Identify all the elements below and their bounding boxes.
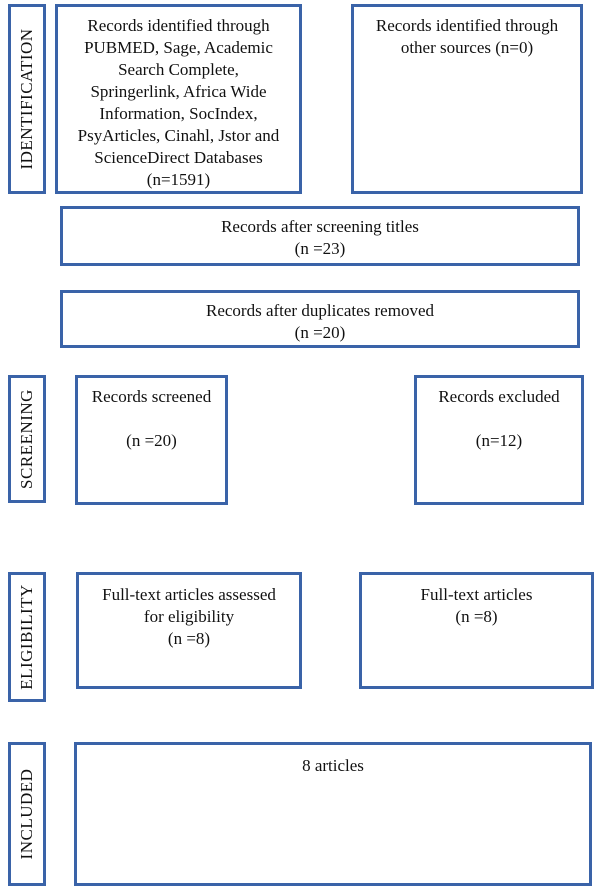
included-articles-line-1: 8 articles (302, 756, 364, 775)
identified-databases-line-8: (n=1591) (146, 170, 211, 189)
stage-screening-label: SCREENING (17, 389, 36, 489)
stage-eligibility: ELIGIBILITY (8, 572, 46, 702)
box-records-excluded: Records excluded (n=12) (414, 375, 584, 505)
box-after-duplicates: Records after duplicates removed (n =20) (60, 290, 580, 348)
box-fulltext-assessed: Full-text articles assessed for eligibil… (76, 572, 302, 689)
fulltext-articles-line-1: Full-text articles (420, 585, 533, 604)
box-fulltext-articles: Full-text articles (n =8) (359, 572, 594, 689)
identified-databases-line-3: Search Complete, (118, 60, 239, 79)
stage-identification-label: IDENTIFICATION (17, 28, 36, 170)
records-screened-title: Records screened (91, 387, 212, 406)
records-screened-spacer (78, 408, 225, 430)
box-included-articles: 8 articles (74, 742, 592, 886)
identified-other-line-2: other sources (n=0) (400, 38, 534, 57)
identified-other-line-1: Records identified through (375, 16, 559, 35)
identified-databases-line-4: Springerlink, Africa Wide (90, 82, 267, 101)
after-duplicates-line-1: Records after duplicates removed (206, 301, 434, 320)
identified-databases-line-2: PUBMED, Sage, Academic (84, 38, 273, 57)
fulltext-assessed-line-2: for eligibility (143, 607, 235, 626)
stage-screening: SCREENING (8, 375, 46, 503)
identified-databases-line-7: ScienceDirect Databases (94, 148, 263, 167)
fulltext-assessed-line-3: (n =8) (167, 629, 211, 648)
box-records-screened: Records screened (n =20) (75, 375, 228, 505)
stage-identification: IDENTIFICATION (8, 4, 46, 194)
records-excluded-spacer (417, 408, 581, 430)
after-screening-titles-line-1: Records after screening titles (221, 217, 419, 236)
stage-included: INCLUDED (8, 742, 46, 886)
records-excluded-title: Records excluded (438, 387, 560, 406)
after-screening-titles-line-2: (n =23) (294, 239, 346, 258)
identified-databases-line-6: PsyArticles, Cinahl, Jstor and (77, 126, 280, 145)
records-excluded-count: (n=12) (475, 431, 523, 450)
fulltext-assessed-line-1: Full-text articles assessed (102, 585, 276, 604)
records-screened-count: (n =20) (126, 431, 177, 450)
identified-databases-line-1: Records identified through (87, 16, 270, 35)
box-after-screening-titles: Records after screening titles (n =23) (60, 206, 580, 266)
stage-eligibility-label: ELIGIBILITY (17, 584, 36, 690)
identified-databases-line-5: Information, SocIndex, (99, 104, 258, 123)
fulltext-articles-line-2: (n =8) (455, 607, 498, 626)
stage-included-label: INCLUDED (17, 768, 36, 860)
box-identified-other: Records identified through other sources… (351, 4, 583, 194)
after-duplicates-line-2: (n =20) (294, 323, 346, 342)
box-identified-databases: Records identified through PUBMED, Sage,… (55, 4, 302, 194)
